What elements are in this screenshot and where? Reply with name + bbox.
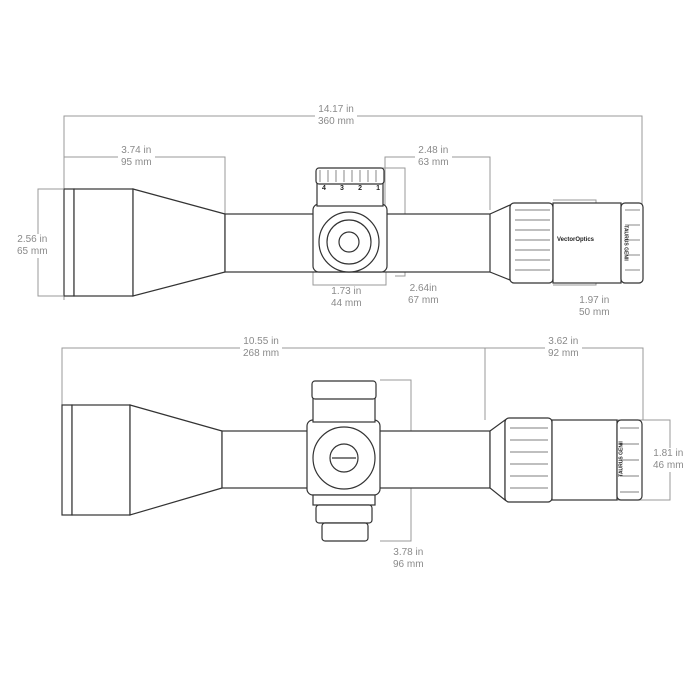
model-mark-top: TAURUS GENII	[622, 225, 629, 261]
side-scope	[61, 380, 643, 542]
top-scope	[63, 167, 644, 297]
knurling-top	[319, 170, 640, 271]
turret-number: 4	[322, 185, 326, 192]
turret-scale: 4 3 2 1	[322, 185, 380, 192]
turret-number: 2	[358, 185, 362, 192]
knurling-side	[510, 427, 639, 493]
turret-number: 3	[340, 185, 344, 192]
model-mark-side: TAURUS GENII	[618, 441, 625, 477]
brand-mark: VectorOptics	[557, 237, 595, 243]
turret-number: 1	[376, 185, 380, 192]
